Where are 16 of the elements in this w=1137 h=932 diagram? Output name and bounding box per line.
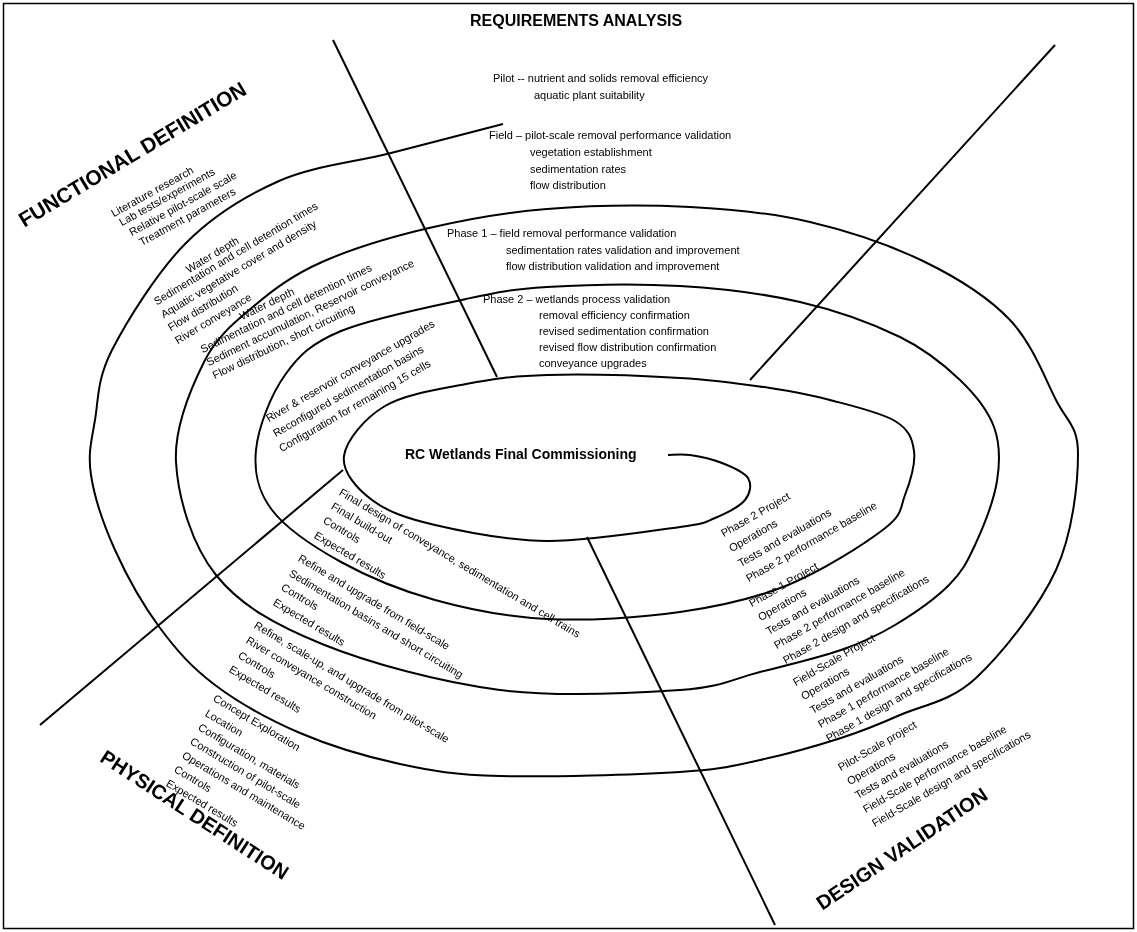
activity-text: vegetation establishment: [530, 146, 652, 159]
activity-text: sedimentation rates validation and improvement: [506, 244, 740, 257]
activity-text: Field – pilot-scale removal performance validation: [489, 129, 732, 142]
activity-text: flow distribution validation and improvement: [506, 260, 720, 273]
activity-text: revised flow distribution confirmation: [539, 341, 717, 354]
quadrant-title: REQUIREMENTS ANALYSIS: [470, 11, 683, 30]
center-label: RC Wetlands Final Commissioning: [405, 445, 637, 462]
activity-text: flow distribution: [530, 179, 606, 192]
activity-text: sedimentation rates: [530, 163, 626, 176]
activity-text: Phase 1 – field removal performance validation: [447, 227, 677, 240]
activity-text: Pilot -- nutrient and solids removal efficiency: [493, 72, 708, 85]
activity-text: aquatic plant suitability: [534, 89, 645, 102]
activity-text: removal efficiency confirmation: [539, 309, 690, 322]
activity-text: conveyance upgrades: [539, 357, 647, 370]
activity-text: Phase 2 – wetlands process validation: [483, 293, 671, 306]
activity-text: revised sedimentation confirmation: [539, 325, 709, 338]
